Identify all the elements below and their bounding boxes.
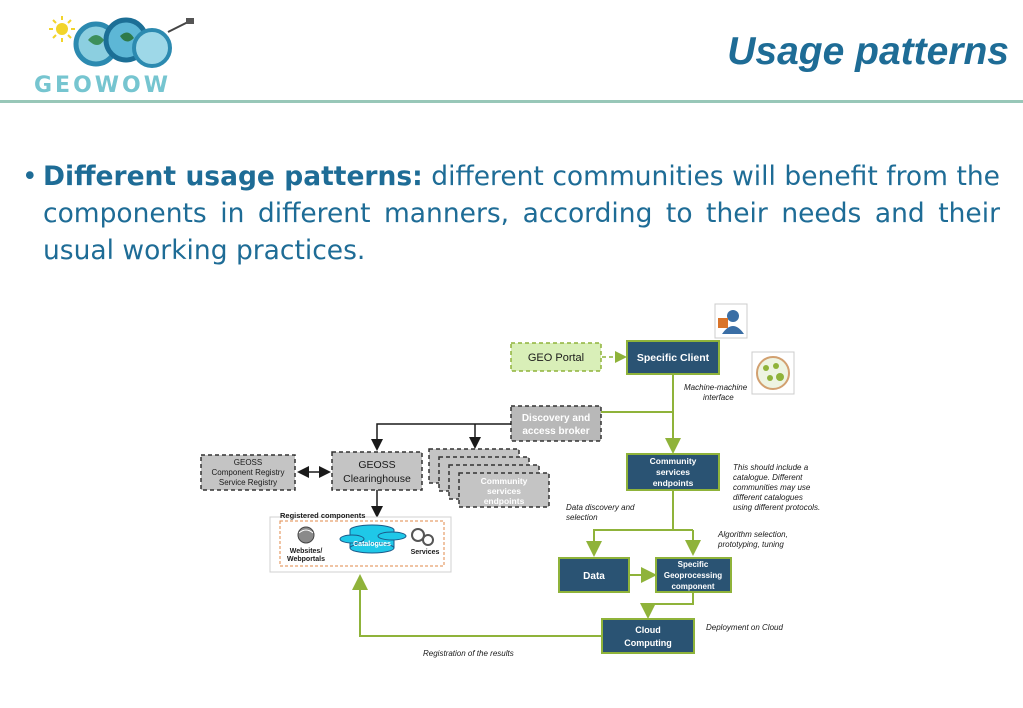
globe-icon bbox=[297, 526, 315, 544]
label-broker-1: Discovery and bbox=[522, 413, 590, 424]
label-discovery-2: selection bbox=[566, 513, 598, 522]
broker-node: Discovery and access broker bbox=[510, 405, 602, 442]
label-note-3: communities may use bbox=[733, 483, 811, 492]
clearinghouse-node: GEOSS Clearinghouse bbox=[331, 451, 423, 491]
geowow-logo: GEOWOW bbox=[34, 16, 194, 96]
label-data: Data bbox=[583, 571, 605, 582]
label-clearinghouse-2: Clearinghouse bbox=[343, 473, 411, 485]
endpoints-note: This should include a catalogue. Differe… bbox=[733, 463, 820, 512]
label-machine-interface-1: Machine-machine bbox=[684, 383, 748, 392]
label-stack-2: services bbox=[487, 486, 521, 496]
geoprocessing-node: Specific Geoprocessing component bbox=[655, 557, 732, 593]
arrow-geoprocessing-cloud bbox=[640, 592, 694, 619]
label-endpoints-1: Community bbox=[650, 456, 697, 466]
bullet-paragraph: • Different usage patterns: different co… bbox=[22, 158, 1000, 269]
label-clearinghouse-1: GEOSS bbox=[358, 459, 395, 471]
arrow-registration bbox=[352, 574, 602, 637]
arrow-endpoints-data bbox=[586, 529, 673, 557]
label-stack-3: endpoints bbox=[484, 496, 525, 506]
label-note-4: different catalogues bbox=[733, 493, 803, 502]
bullet-text: different communities will benefit from … bbox=[43, 161, 1000, 266]
label-cloud-1: Cloud bbox=[635, 625, 661, 635]
label-machine-interface-2: interface bbox=[703, 393, 734, 402]
label-websites-2: Webportals bbox=[287, 556, 325, 563]
bullet-dot: • bbox=[22, 161, 38, 192]
community-endpoints-stack: Community services endpoints bbox=[428, 448, 550, 508]
label-stack-1: Community bbox=[481, 476, 528, 486]
cloud-computing-node: Cloud Computing bbox=[601, 618, 695, 654]
label-registry-2: Component Registry bbox=[212, 468, 285, 477]
logo-wordmark: GEOWOW bbox=[34, 73, 171, 96]
database-icon bbox=[339, 524, 407, 554]
label-deployment: Deployment on Cloud bbox=[706, 623, 783, 632]
label-registered-components: Registered components bbox=[280, 511, 365, 520]
label-note-1: This should include a bbox=[733, 463, 809, 472]
bullet-lead: Different usage patterns: bbox=[43, 161, 423, 192]
machine-interface-icon bbox=[751, 351, 795, 395]
specific-client-node: Specific Client bbox=[626, 340, 720, 375]
label-cloud-2: Computing bbox=[624, 638, 672, 648]
data-node: Data bbox=[558, 557, 630, 593]
label-websites-1: Websites/ bbox=[290, 548, 323, 555]
label-geoproc-1: Specific bbox=[678, 560, 709, 569]
label-algorithm-2: prototyping, tuning bbox=[717, 540, 784, 549]
label-note-2: catalogue. Different bbox=[733, 473, 803, 482]
label-geoproc-2: Geoprocessing bbox=[664, 571, 722, 580]
label-registry-3: Service Registry bbox=[219, 478, 277, 487]
label-algorithm-1: Algorithm selection, bbox=[717, 530, 788, 539]
arrow-broker-clearinghouse bbox=[371, 423, 511, 451]
user-icon bbox=[714, 303, 748, 339]
page-title: Usage patterns bbox=[727, 30, 1009, 73]
globe-rings-icon bbox=[73, 17, 194, 68]
label-services: Services bbox=[411, 549, 440, 556]
gears-icon bbox=[411, 528, 434, 546]
component-registry-node: GEOSS Component Registry Service Registr… bbox=[200, 454, 296, 491]
label-specific-client: Specific Client bbox=[637, 352, 710, 364]
geo-portal-node: GEO Portal bbox=[510, 342, 602, 372]
registered-components-panel: Registered components Websites/ Webporta… bbox=[269, 511, 452, 573]
header-divider bbox=[0, 100, 1023, 103]
label-geoproc-3: component bbox=[671, 582, 714, 591]
community-endpoints-node: Community services endpoints bbox=[626, 453, 720, 491]
label-discovery-1: Data discovery and bbox=[566, 503, 635, 512]
label-endpoints-2: services bbox=[656, 467, 690, 477]
sun-icon bbox=[49, 16, 75, 42]
label-registration: Registration of the results bbox=[423, 649, 514, 658]
label-geo-portal: GEO Portal bbox=[528, 352, 584, 364]
label-catalogues: Catalogues bbox=[353, 541, 391, 548]
label-registry-1: GEOSS bbox=[234, 458, 262, 467]
label-broker-2: access broker bbox=[522, 426, 589, 437]
label-endpoints-3: endpoints bbox=[653, 478, 694, 488]
label-note-5: using different protocols. bbox=[733, 503, 820, 512]
